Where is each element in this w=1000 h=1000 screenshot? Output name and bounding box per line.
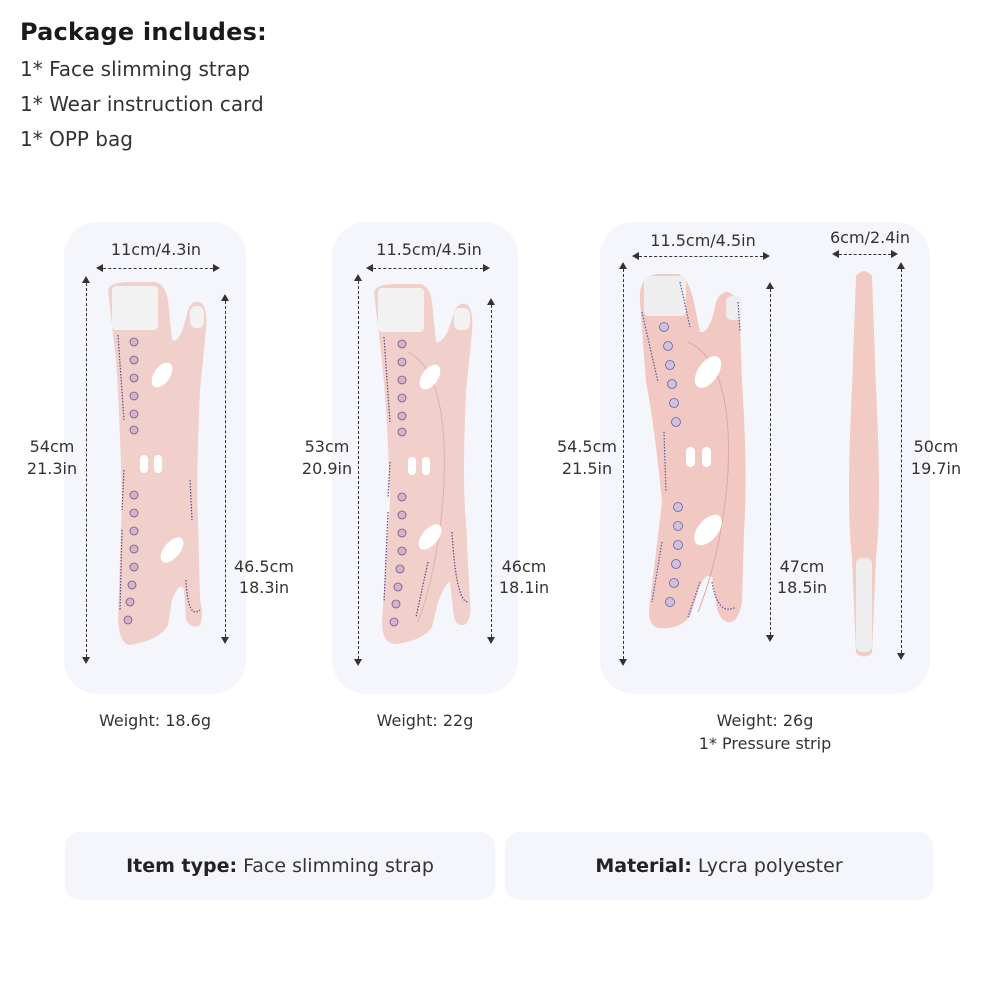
face-strap-image-2	[374, 284, 473, 644]
weight-label: Weight: 26g	[716, 711, 814, 730]
weight-label: Weight: 18.6g	[99, 711, 211, 730]
pressure-strip-image	[849, 271, 879, 657]
inner-length-dimension-arrow	[487, 298, 495, 644]
item-type-bar: Item type: Face slimming strap	[65, 832, 495, 900]
inner-length-dimension-arrow	[221, 294, 229, 644]
strip-length-cm-label: 50cm	[913, 437, 959, 456]
inner-length-cm-label: 46cm	[501, 557, 547, 576]
package-includes: Package includes: 1* Face slimming strap…	[20, 18, 267, 157]
weight-label: Weight: 22g	[376, 711, 474, 730]
inner-length-cm-label: 46.5cm	[233, 557, 294, 576]
pressure-strip-label: 1* Pressure strip	[698, 734, 832, 753]
item-type-value: Face slimming strap	[243, 855, 434, 877]
material-bar: Material: Lycra polyester	[505, 832, 933, 900]
length-in-label: 20.9in	[301, 459, 353, 478]
package-item: 1* Face slimming strap	[20, 57, 250, 81]
length-cm-label: 53cm	[304, 437, 350, 456]
material-label: Material:	[595, 855, 692, 877]
material-value: Lycra polyester	[697, 855, 843, 877]
inner-length-in-label: 18.5in	[776, 578, 828, 597]
width-dimension-arrow	[366, 263, 490, 272]
width-dimension-arrow	[632, 251, 770, 260]
package-item: 1* OPP bag	[20, 127, 133, 151]
length-dimension-arrow	[82, 276, 90, 664]
length-cm-label: 54.5cm	[556, 437, 617, 456]
strip-length-dimension-arrow	[897, 262, 905, 660]
width-label: 11cm/4.3in	[110, 240, 202, 259]
length-cm-label: 54cm	[29, 437, 75, 456]
inner-length-dimension-arrow	[766, 282, 774, 642]
width-label: 11.5cm/4.5in	[376, 240, 482, 259]
width-dimension-arrow	[96, 263, 220, 272]
inner-length-cm-label: 47cm	[779, 557, 825, 576]
length-dimension-arrow	[354, 274, 362, 666]
length-in-label: 21.3in	[26, 459, 78, 478]
strip-length-in-label: 19.7in	[910, 459, 962, 478]
length-in-label: 21.5in	[561, 459, 613, 478]
strip-width-label: 6cm/2.4in	[830, 228, 910, 247]
inner-length-in-label: 18.1in	[498, 578, 550, 597]
face-strap-image-1	[108, 282, 207, 645]
strip-width-dimension-arrow	[832, 249, 898, 258]
package-title: Package includes:	[20, 18, 267, 46]
package-item: 1* Wear instruction card	[20, 92, 264, 116]
face-strap-image-3	[639, 274, 746, 629]
item-type-label: Item type:	[126, 855, 238, 877]
length-dimension-arrow	[619, 262, 627, 666]
width-label: 11.5cm/4.5in	[650, 231, 756, 250]
inner-length-in-label: 18.3in	[238, 578, 290, 597]
